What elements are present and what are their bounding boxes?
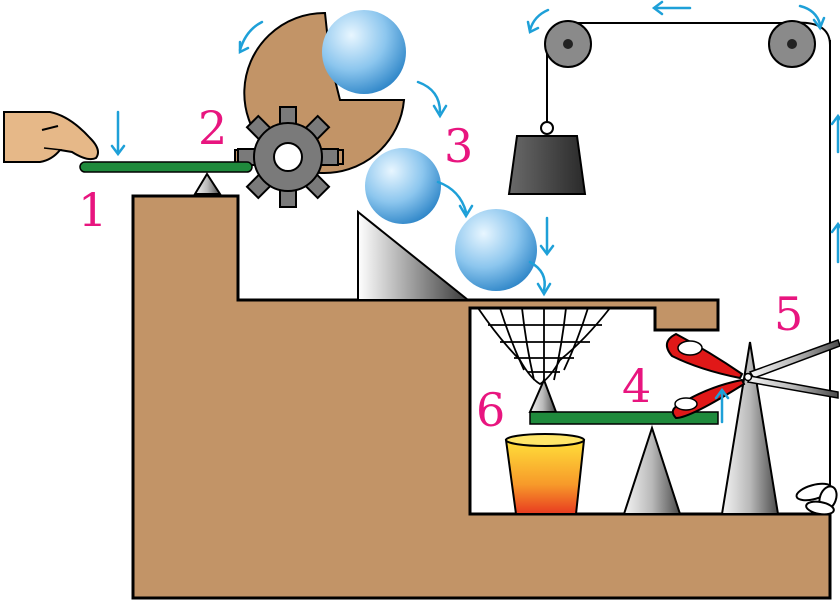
- step-label-3: 3: [444, 119, 473, 173]
- net-icon: [478, 308, 610, 384]
- step-label-1: 1: [78, 183, 107, 237]
- hand-icon: [4, 112, 98, 162]
- arrow-rotate-icon: [530, 10, 548, 30]
- propeller-icon: [795, 481, 840, 517]
- lever-fulcrum: [195, 174, 220, 194]
- cone-icon: [624, 428, 680, 514]
- net-spike: [530, 380, 556, 412]
- starting-lever: [80, 162, 252, 172]
- weight-icon: [509, 122, 585, 194]
- step-label-4: 4: [622, 359, 651, 413]
- step-label-5: 5: [774, 287, 803, 341]
- step-label-2: 2: [198, 101, 227, 155]
- arrow-curve-icon: [418, 82, 440, 112]
- gear-icon: [238, 107, 338, 207]
- ramp-wedge: [358, 212, 468, 300]
- step-label-6: 6: [476, 383, 505, 437]
- arrow-rotate-icon: [800, 6, 820, 24]
- pulley-icon: [769, 21, 815, 67]
- bucket-icon: [506, 434, 584, 514]
- pulley-icon: [545, 21, 591, 67]
